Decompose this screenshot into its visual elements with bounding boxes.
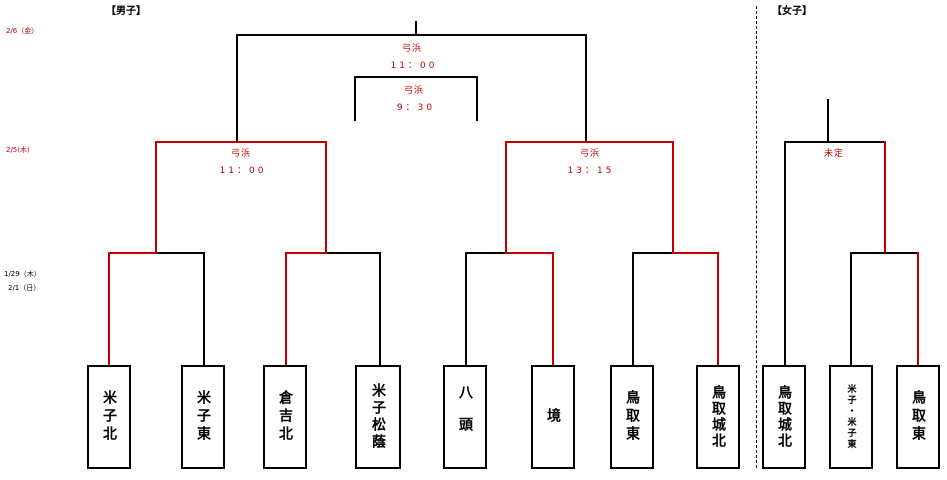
- girls-heading: 【女子】: [772, 6, 812, 17]
- team-box-boys-3: 倉吉北: [263, 365, 307, 469]
- team-box-girls-2: 米子・米子東: [829, 365, 873, 469]
- date-semi: 2/5(木): [6, 146, 30, 154]
- semi-right-time: 13：15: [567, 166, 615, 176]
- third-place-time: 9：30: [396, 103, 436, 113]
- team-name: 境: [545, 408, 561, 426]
- team-box-boys-2: 米子東: [181, 365, 225, 469]
- team-name: 鳥取城北: [710, 385, 726, 449]
- semi-left-time: 11：00: [219, 166, 267, 176]
- team-box-girls-1: 鳥取城北: [762, 365, 806, 469]
- boys-heading: 【男子】: [106, 6, 146, 17]
- girls-venue: 未定: [823, 149, 845, 159]
- team-name: 倉吉北: [277, 390, 293, 444]
- team-name: 米子北: [101, 390, 117, 444]
- team-name: 米子・米子東: [845, 384, 856, 450]
- semi-left-venue: 弓浜: [230, 149, 252, 159]
- semi-right-venue: 弓浜: [579, 149, 601, 159]
- team-box-boys-1: 米子北: [87, 365, 131, 469]
- date-qf-2: 2/1（日）: [8, 284, 41, 292]
- date-qf-1: 1/29（木）: [4, 270, 41, 278]
- team-name: 鳥取城北: [776, 385, 792, 449]
- team-name: 鳥取東: [624, 390, 640, 444]
- team-name: 米子東: [195, 390, 211, 444]
- team-name: 鳥取東: [910, 390, 926, 444]
- team-box-boys-7: 鳥取東: [610, 365, 654, 469]
- final-time: 11：00: [390, 61, 438, 71]
- section-divider: [756, 6, 757, 468]
- team-box-boys-5: 八頭: [443, 365, 487, 469]
- team-name: 米子松蔭: [370, 383, 386, 451]
- final-venue: 弓浜: [401, 44, 423, 54]
- date-final: 2/6（金）: [6, 27, 39, 35]
- team-box-boys-4: 米子松蔭: [355, 365, 401, 469]
- team-box-boys-8: 鳥取城北: [696, 365, 740, 469]
- third-place-venue: 弓浜: [403, 86, 425, 96]
- team-box-girls-3: 鳥取東: [896, 365, 940, 469]
- team-box-boys-6: 境: [531, 365, 575, 469]
- team-name: 八頭: [457, 385, 473, 449]
